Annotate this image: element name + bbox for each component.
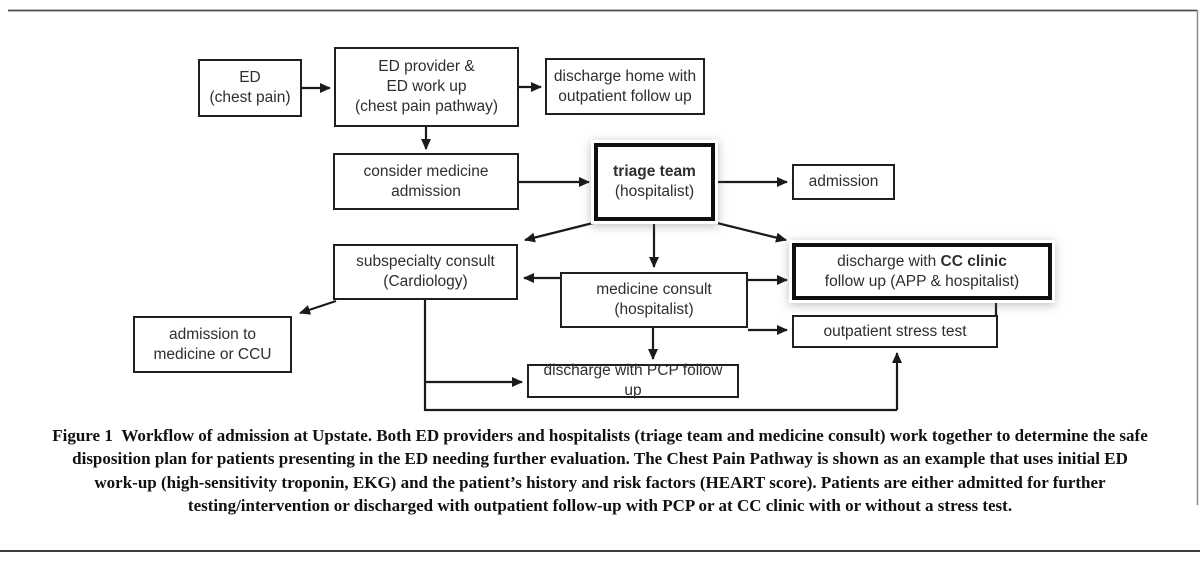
node-triage-line2: (hospitalist) <box>614 183 695 200</box>
node-admission: admission <box>792 164 895 200</box>
node-consider-line1: consider medicine <box>363 162 489 180</box>
node-cc-clinic-part2: CC clinic <box>940 252 1007 270</box>
node-ed-chest-pain: ED (chest pain) <box>198 59 302 117</box>
node-triage-team: triage team (hospitalist) <box>594 143 715 221</box>
figure-caption: Figure 1 Workflow of admission at Upstat… <box>52 426 1148 516</box>
node-pcp-label: discharge with PCP follow up <box>543 362 723 399</box>
node-medicine-consult-line2: (hospitalist) <box>614 301 694 318</box>
node-cc-clinic-line1: discharge with CC clinic <box>837 252 1007 272</box>
node-ed-line2: (chest pain) <box>209 89 291 106</box>
node-outpatient-stress-test: outpatient stress test <box>792 315 998 348</box>
node-ed-provider-line1: ED provider & <box>378 58 475 76</box>
node-subspecialty-consult: subspecialty consult (Cardiology) <box>333 244 518 300</box>
node-consider-line2: admission <box>391 182 461 200</box>
arrow-subspecialty-to-ccu <box>299 299 337 315</box>
node-ccu-line1: admission to <box>168 325 256 343</box>
node-discharge-home-line1: discharge home with <box>553 67 697 85</box>
node-medicine-consult-line1: medicine consult <box>596 281 712 299</box>
arrow-triage-to-cc-clinic <box>708 219 787 243</box>
arrow-triage-to-subspecialty <box>524 219 602 243</box>
node-admission-label: admission <box>808 173 879 191</box>
node-discharge-home: discharge home with outpatient follow up <box>545 58 705 115</box>
node-admission-medicine-ccu: admission to medicine or CCU <box>133 316 292 373</box>
node-pcp-discharge: discharge with PCP follow up <box>527 362 739 399</box>
node-ed-provider-line2: ED work up <box>386 78 467 96</box>
node-medicine-consult: medicine consult (hospitalist) <box>560 272 748 328</box>
node-ccu-line2: medicine or CCU <box>153 345 272 363</box>
node-cc-clinic-line2: follow up (APP & hospitalist) <box>824 272 1020 290</box>
line-subspecialty-down-and-right <box>423 300 897 412</box>
node-discharge-home-line2: outpatient follow up <box>558 87 692 105</box>
node-ed-line1: ED <box>239 69 261 87</box>
node-subspecialty-line1: subspecialty consult <box>356 253 495 271</box>
node-stress-test-label: outpatient stress test <box>823 322 967 340</box>
node-triage-line1: triage team <box>613 163 696 181</box>
node-consider-medicine-admission: consider medicine admission <box>333 153 519 210</box>
node-ed-provider-workup: ED provider & ED work up (chest pain pat… <box>334 47 519 127</box>
node-cc-clinic-part1: discharge with <box>837 252 941 270</box>
node-cc-clinic-discharge: discharge with CC clinic follow up (APP … <box>792 243 1052 300</box>
node-subspecialty-line2: (Cardiology) <box>383 273 468 290</box>
node-ed-provider-line3: (chest pain pathway) <box>354 97 499 115</box>
